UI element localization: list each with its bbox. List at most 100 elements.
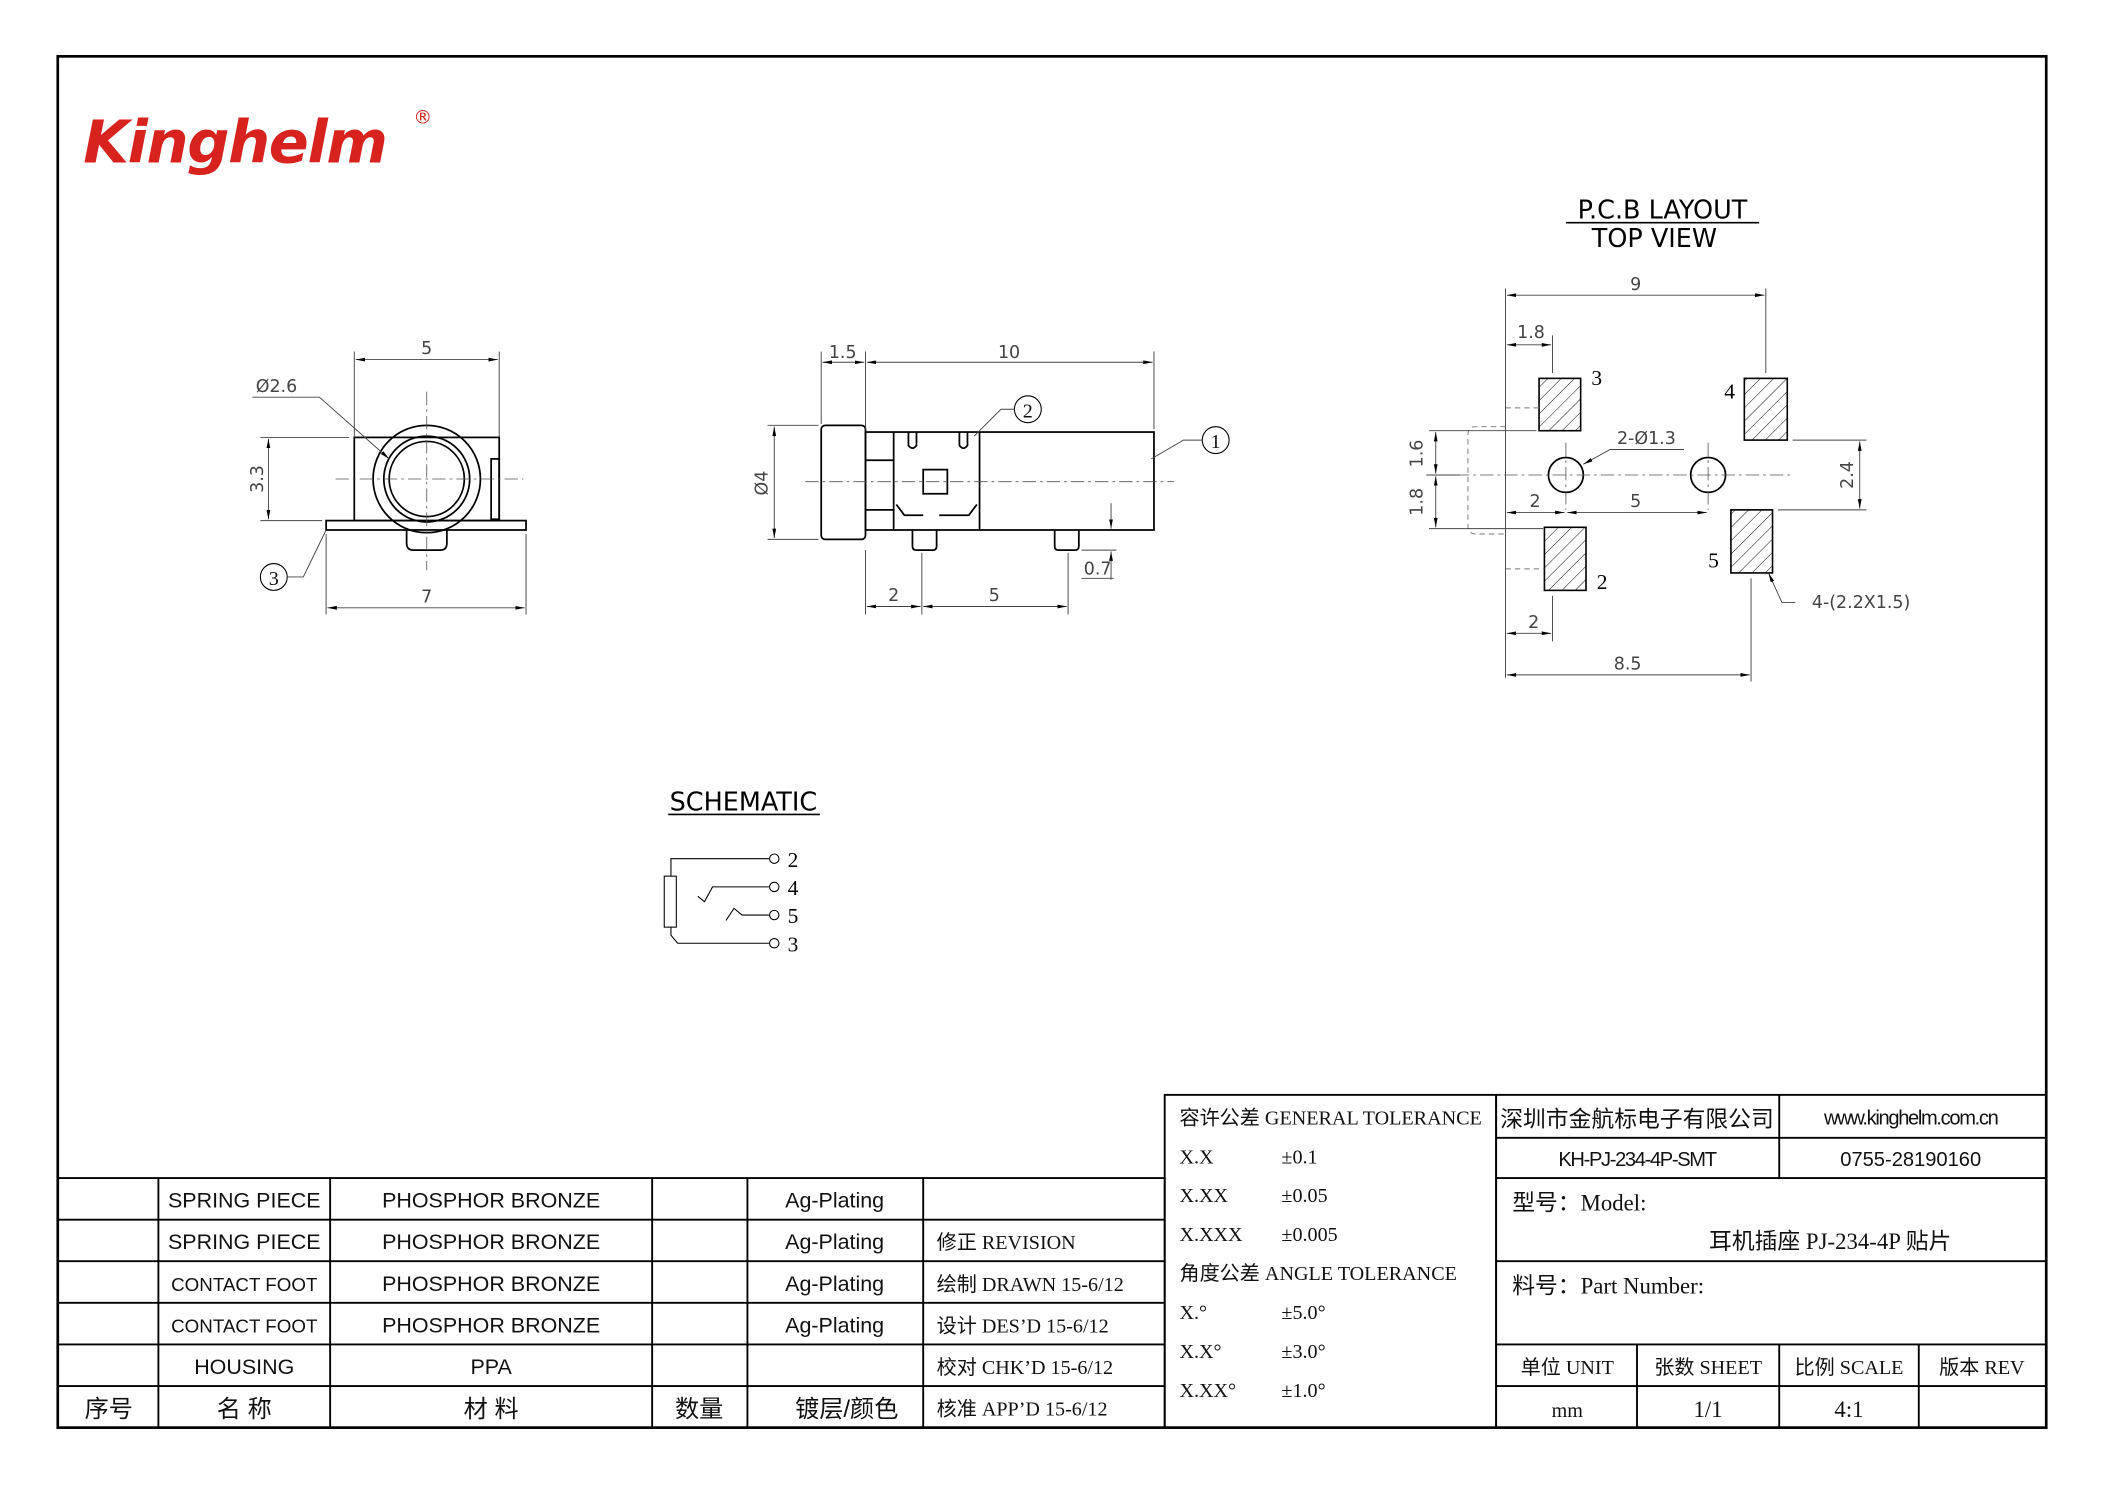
svg-text:Ag-Plating: Ag-Plating: [785, 1313, 884, 1337]
pad-5: [1730, 509, 1774, 574]
svg-text:±3.0°: ±3.0°: [1281, 1341, 1325, 1363]
svg-text:TOP VIEW: TOP VIEW: [1591, 224, 1717, 254]
pad-3: [1538, 377, 1582, 432]
svg-text:材 料: 材 料: [464, 1396, 519, 1423]
svg-text:Ag-Plating: Ag-Plating: [785, 1189, 884, 1213]
svg-text:数量: 数量: [675, 1396, 723, 1423]
svg-text:Ag-Plating: Ag-Plating: [785, 1230, 884, 1254]
svg-text:8.5: 8.5: [1614, 655, 1642, 675]
svg-text:3.3: 3.3: [248, 465, 268, 493]
svg-text:2.4: 2.4: [1838, 461, 1858, 489]
svg-text:1: 1: [1211, 431, 1221, 453]
svg-text:X.°: X.°: [1179, 1302, 1207, 1324]
svg-text:修正 REVISION: 修正 REVISION: [937, 1231, 1077, 1254]
svg-text:4:1: 4:1: [1834, 1397, 1863, 1422]
svg-text:耳机插座 PJ-234-4P 贴片: 耳机插座 PJ-234-4P 贴片: [1709, 1229, 1951, 1254]
svg-text:4-(2.2X1.5): 4-(2.2X1.5): [1812, 593, 1910, 613]
svg-text:7: 7: [421, 587, 432, 607]
svg-text:PPA: PPA: [470, 1355, 512, 1379]
svg-text:5: 5: [989, 586, 1000, 606]
side-view: 1.5 10 Ø4 2 5 0.7 2 1: [753, 343, 1230, 615]
svg-text:单位 UNIT: 单位 UNIT: [1521, 1356, 1614, 1379]
svg-text:10: 10: [998, 343, 1020, 363]
svg-text:P.C.B LAYOUT: P.C.B LAYOUT: [1578, 196, 1748, 226]
svg-text:2: 2: [888, 586, 899, 606]
svg-text:±1.0°: ±1.0°: [1281, 1380, 1325, 1402]
svg-text:深圳市金航标电子有限公司: 深圳市金航标电子有限公司: [1500, 1106, 1774, 1132]
svg-text:Kinghelm: Kinghelm: [83, 107, 386, 176]
svg-text:SCHEMATIC: SCHEMATIC: [670, 787, 818, 817]
svg-text:5: 5: [1708, 549, 1719, 573]
svg-text:设计 DES’D 15-6/12: 设计 DES’D 15-6/12: [937, 1314, 1109, 1337]
svg-text:名 称: 名 称: [217, 1396, 272, 1423]
svg-text:2: 2: [1023, 400, 1033, 422]
svg-text:KH-PJ-234-4P-SMT: KH-PJ-234-4P-SMT: [1558, 1149, 1716, 1171]
svg-text:张数 SHEET: 张数 SHEET: [1654, 1356, 1762, 1379]
svg-text:±0.005: ±0.005: [1281, 1224, 1337, 1246]
svg-text:PHOSPHOR BRONZE: PHOSPHOR BRONZE: [382, 1189, 600, 1213]
svg-text:Ag-Plating: Ag-Plating: [785, 1272, 884, 1296]
svg-text:0755-28190160: 0755-28190160: [1840, 1149, 1981, 1171]
svg-text:2: 2: [1528, 613, 1539, 633]
svg-text:0.7: 0.7: [1084, 559, 1112, 579]
bom-row: CONTACT FOOT PHOSPHOR BRONZE Ag-Plating 绘…: [171, 1272, 1124, 1296]
svg-text:版本 REV: 版本 REV: [1939, 1356, 2025, 1379]
pcb-layout: P.C.B LAYOUT TOP VIEW 3 4 2 5 9 1.8 1.6 …: [1407, 196, 1910, 682]
svg-text:®: ®: [413, 107, 432, 128]
svg-text:镀层/颜色: 镀层/颜色: [795, 1396, 898, 1423]
bom-header: 序号 名 称 材 料 数量 镀层/颜色 核准 APP’D 15-6/12: [85, 1396, 1108, 1423]
pad-4: [1743, 377, 1789, 441]
svg-text:PHOSPHOR BRONZE: PHOSPHOR BRONZE: [382, 1272, 600, 1296]
svg-text:3: 3: [788, 932, 799, 956]
svg-text:±0.05: ±0.05: [1281, 1185, 1327, 1207]
svg-text:型号：Model:: 型号：Model:: [1512, 1190, 1646, 1215]
svg-text:2-Ø1.3: 2-Ø1.3: [1617, 429, 1676, 449]
svg-text:2: 2: [1597, 570, 1608, 594]
svg-text:mm: mm: [1552, 1400, 1584, 1422]
svg-text:5: 5: [788, 904, 799, 928]
svg-text:X.XXX: X.XXX: [1179, 1224, 1243, 1246]
svg-text:1/1: 1/1: [1694, 1397, 1723, 1422]
svg-text:4: 4: [1724, 379, 1735, 403]
svg-text:1.8: 1.8: [1517, 323, 1545, 343]
svg-text:核准 APP’D 15-6/12: 核准 APP’D 15-6/12: [937, 1398, 1108, 1421]
svg-text:PHOSPHOR BRONZE: PHOSPHOR BRONZE: [382, 1313, 600, 1337]
svg-text:料号：Part Number:: 料号：Part Number:: [1512, 1273, 1704, 1298]
svg-text:3: 3: [269, 568, 279, 590]
svg-text:容许公差 GENERAL TOLERANCE: 容许公差 GENERAL TOLERANCE: [1179, 1106, 1481, 1129]
svg-text:绘制 DRAWN 15-6/12: 绘制 DRAWN 15-6/12: [937, 1273, 1124, 1296]
svg-text:SPRING PIECE: SPRING PIECE: [168, 1230, 321, 1254]
svg-text:www.kinghelm.com.cn: www.kinghelm.com.cn: [1823, 1107, 1998, 1129]
svg-text:2: 2: [1529, 492, 1540, 512]
svg-text:X.X: X.X: [1179, 1146, 1214, 1168]
svg-text:角度公差 ANGLE TOLERANCE: 角度公差 ANGLE TOLERANCE: [1179, 1262, 1456, 1285]
svg-text:4: 4: [788, 876, 799, 900]
svg-text:X.XX°: X.XX°: [1179, 1380, 1236, 1402]
svg-text:X.X°: X.X°: [1179, 1341, 1221, 1363]
front-view: 5 3.3 7 Ø2.6 3: [248, 339, 527, 615]
svg-text:5: 5: [1630, 492, 1641, 512]
pad-2: [1543, 526, 1587, 592]
sheet-frame: [56, 55, 2048, 1429]
svg-text:±0.1: ±0.1: [1281, 1146, 1317, 1168]
bom-table: SPRING PIECE PHOSPHOR BRONZE Ag-Plating S…: [56, 1177, 1166, 1429]
svg-text:±5.0°: ±5.0°: [1281, 1302, 1325, 1324]
title-block: 深圳市金航标电子有限公司 www.kinghelm.com.cn KH-PJ-2…: [1495, 1093, 2048, 1429]
svg-text:序号: 序号: [85, 1396, 133, 1423]
kinghelm-logo: Kinghelm ®: [83, 107, 432, 176]
svg-text:HOUSING: HOUSING: [194, 1355, 294, 1379]
svg-text:X.XX: X.XX: [1179, 1185, 1228, 1207]
svg-text:1.8: 1.8: [1407, 488, 1427, 516]
svg-text:比例 SCALE: 比例 SCALE: [1795, 1356, 1904, 1379]
svg-text:Ø2.6: Ø2.6: [256, 377, 297, 397]
svg-text:1.6: 1.6: [1407, 440, 1427, 468]
bom-row: SPRING PIECE PHOSPHOR BRONZE Ag-Plating: [168, 1189, 884, 1213]
tolerance-panel: 容许公差 GENERAL TOLERANCE X.X ±0.1 X.XX ±0.05…: [1163, 1093, 1498, 1429]
svg-text:CONTACT FOOT: CONTACT FOOT: [171, 1274, 318, 1295]
svg-text:SPRING PIECE: SPRING PIECE: [168, 1189, 321, 1213]
svg-text:Ø4: Ø4: [753, 471, 773, 496]
svg-text:1.5: 1.5: [829, 343, 857, 363]
